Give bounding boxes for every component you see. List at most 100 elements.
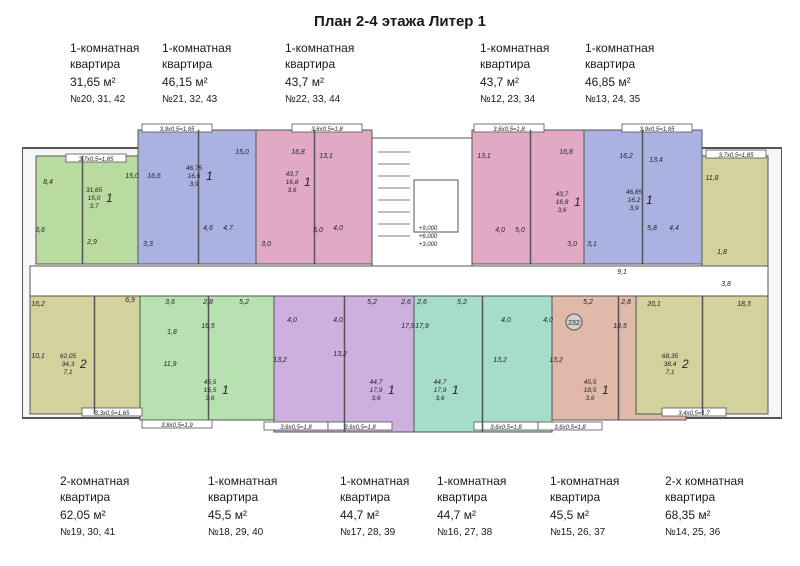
room-area-label: 4,0: [501, 317, 511, 324]
balcony-2: [141, 123, 213, 133]
balcony-label: 3,6х0,5=1,8: [554, 425, 586, 431]
page-title: План 2-4 этажа Литер 1: [314, 13, 486, 30]
apt-room-count: 1: [304, 175, 311, 189]
apt-tag-living: 17,9: [370, 387, 383, 394]
room-area-label: 16,5: [201, 323, 215, 330]
room-area-label: 18,3: [737, 301, 751, 308]
apartment-zone-top-4: [471, 129, 585, 265]
apt-tag-total: 43,7: [286, 171, 299, 178]
partition: [81, 155, 84, 265]
room-area-label: 15,0: [235, 149, 249, 156]
apt-room-count: 1: [222, 383, 229, 397]
room-area-label: 3,1: [587, 241, 597, 248]
room-area-label: 4,0: [333, 317, 343, 324]
room-area-label: 15,0: [125, 173, 139, 180]
balcony-4: [473, 123, 545, 133]
apt-caption-top-1: 1-комнатная квартира 31,65 м² №20, 31, 4…: [70, 41, 140, 105]
room-area-label: 18,5: [613, 323, 627, 330]
apt-tag-extra: 3,6: [371, 395, 380, 402]
balcony-8: [141, 419, 213, 429]
apt-caption-bottom-2: 1-комнатная квартира 45,5 м² №18, 29, 40: [208, 474, 278, 538]
stair-level-mark: +3,000: [419, 242, 438, 248]
balcony-label: 3,8х0,5=1,9: [161, 423, 193, 429]
stair-level-mark: +6,000: [419, 234, 438, 240]
room-area-label: 5,2: [457, 299, 467, 306]
partition: [197, 129, 200, 265]
apt-tag-living: 16,8: [286, 179, 299, 186]
apt-tag-extra: 3,6: [585, 395, 594, 402]
balcony-10: [327, 421, 393, 431]
room-area-label: 13,2: [333, 351, 347, 358]
apt-tag-total: 46,85: [626, 189, 643, 196]
balcony-6: [705, 149, 767, 159]
apt-tag-total: 68,35: [662, 353, 679, 360]
partition: [641, 129, 644, 265]
room-area-label: 16,6: [147, 173, 161, 180]
apt-tag-living: 34,3: [62, 361, 75, 368]
room-area-label: 3,6: [165, 299, 175, 306]
room-area-label: 5,0: [515, 227, 525, 234]
balcony-7: [81, 407, 143, 417]
apt-room-count: 2: [681, 357, 689, 371]
apt-room-count: 1: [602, 383, 609, 397]
apt-tag-living: 16,5: [204, 387, 217, 394]
room-area-label: 3,8: [721, 281, 731, 288]
apt-tag-total: 44,7: [370, 379, 383, 386]
room-area-label: 2,8: [202, 299, 213, 306]
apartment-zone-bottom-1: [29, 295, 141, 415]
room-area-label: 13,4: [649, 157, 663, 164]
room-area-label: 4,6: [203, 225, 213, 232]
room-area-label: 5,8: [647, 225, 657, 232]
apt-tag-living: 16,8: [556, 199, 569, 206]
apt-tag-living: 16,2: [628, 197, 641, 204]
apt-caption-top-2: 1-комнатная квартира 46,15 м² №21, 32, 4…: [162, 41, 232, 105]
partition: [617, 295, 620, 421]
apt-tag-extra: 3,7: [89, 203, 98, 210]
apt-room-count: 1: [388, 383, 395, 397]
apt-tag-living: 16,6: [188, 173, 201, 180]
room-area-label: 16,8: [291, 149, 305, 156]
balcony-label: 3,4х0,5=1,7: [678, 411, 710, 417]
apt-room-count: 1: [574, 195, 581, 209]
apt-room-count: 1: [452, 383, 459, 397]
room-area-label: 13,2: [273, 357, 287, 364]
room-area-label: 5,2: [239, 299, 249, 306]
balcony-label: 3,6х0,5=1,8: [344, 425, 376, 431]
apt-tag-living: 17,9: [434, 387, 447, 394]
balcony-1: [65, 153, 127, 163]
room-area-label: 2,6: [400, 299, 411, 306]
apt-room-count: 1: [106, 191, 113, 205]
apt-tag-living: 18,5: [584, 387, 597, 394]
apt-tag-total: 45,5: [584, 379, 597, 386]
badge-circle: [565, 313, 583, 331]
apartment-zone-bottom-2: [139, 295, 275, 421]
apt-tag-extra: 3,6: [205, 395, 214, 402]
room-area-label: 13,1: [477, 153, 491, 160]
balcony-label: 3,6х0,5=1,8: [311, 127, 343, 133]
apartment-zone-top-2: [137, 129, 257, 265]
apt-tag-extra: 3,6: [557, 207, 566, 214]
apt-caption-top-3: 1-комнатная квартира 43,7 м² №22, 33, 44: [285, 41, 355, 105]
room-area-label: 1,8: [717, 249, 727, 256]
balcony-12: [537, 421, 603, 431]
room-area-label: 3,6: [35, 227, 45, 234]
room-area-label: 5,2: [583, 299, 593, 306]
room-area-label: 4,0: [333, 225, 343, 232]
balcony-3: [291, 123, 363, 133]
room-area-label: 13,1: [319, 153, 333, 160]
apt-tag-living: 15,0: [88, 195, 101, 202]
apt-tag-total: 43,7: [556, 191, 569, 198]
room-area-label: 17,9: [415, 323, 429, 330]
room-area-label: 4,0: [287, 317, 297, 324]
badge-label: 232: [568, 320, 580, 327]
apt-room-count: 1: [646, 193, 653, 207]
apt-caption-bottom-1: 2-комнатная квартира 62,05 м² №19, 30, 4…: [60, 474, 130, 538]
room-area-label: 16,8: [559, 149, 573, 156]
apt-room-count: 1: [206, 169, 213, 183]
room-area-label: 4,7: [223, 225, 234, 232]
apartment-zone-top-1: [35, 155, 147, 265]
apt-caption-bottom-3: 1-комнатная квартира 44,7 м² №17, 28, 39: [340, 474, 410, 538]
room-area-label: 9,1: [617, 269, 627, 276]
room-area-label: 4,4: [669, 225, 679, 232]
partition: [343, 295, 346, 433]
